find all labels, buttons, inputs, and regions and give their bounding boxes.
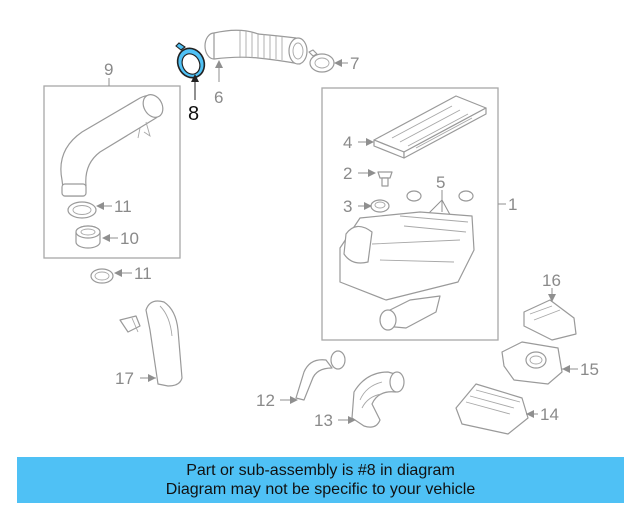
callout-1: 1 xyxy=(508,195,517,214)
part-3-grommet xyxy=(370,199,390,213)
info-banner: Part or sub-assembly is #8 in diagram Di… xyxy=(17,457,624,503)
part-5-grommets xyxy=(406,190,474,202)
callout-12: 12 xyxy=(256,391,275,410)
callout-8: 8 xyxy=(188,103,199,125)
part-4-air-filter xyxy=(373,95,487,159)
callout-4: 4 xyxy=(343,133,352,152)
part-7-clamp xyxy=(308,49,335,73)
callout-9: 9 xyxy=(104,60,113,79)
part-15-bracket xyxy=(501,341,563,385)
part-1-air-cleaner-box xyxy=(339,211,475,331)
callout-10: 10 xyxy=(120,229,139,248)
callout-5: 5 xyxy=(436,173,445,192)
banner-line-2: Diagram may not be specific to your vehi… xyxy=(165,481,476,498)
part-14-resonator xyxy=(455,383,529,435)
group-frame-1 xyxy=(321,87,499,341)
group-frame-9 xyxy=(43,85,181,259)
callout-16: 16 xyxy=(542,271,561,290)
part-2-grommet xyxy=(377,171,393,187)
part-11-clamp-upper xyxy=(67,201,97,219)
callout-2: 2 xyxy=(343,164,352,183)
part-9-intake-pipe xyxy=(60,94,164,197)
part-6-intake-hose xyxy=(204,29,308,65)
banner-line-1: Part or sub-assembly is #8 in diagram xyxy=(186,462,455,479)
callout-6: 6 xyxy=(214,88,223,107)
part-16-cover xyxy=(523,299,577,341)
callout-17: 17 xyxy=(115,369,134,388)
callout-15: 15 xyxy=(580,360,599,379)
part-10-seal xyxy=(75,225,101,249)
callout-7: 7 xyxy=(350,54,359,73)
part-11-clamp-lower xyxy=(90,268,114,284)
callout-14: 14 xyxy=(540,405,559,424)
callout-3: 3 xyxy=(343,197,352,216)
part-12-breather-hose xyxy=(295,350,346,401)
part-13-elbow-hose xyxy=(351,371,405,428)
part-8-clamp-highlighted[interactable] xyxy=(173,42,209,82)
callout-11-lower: 11 xyxy=(134,264,152,283)
callout-11-upper: 11 xyxy=(114,197,132,216)
callout-13: 13 xyxy=(314,411,333,430)
part-17-duct xyxy=(119,300,183,387)
